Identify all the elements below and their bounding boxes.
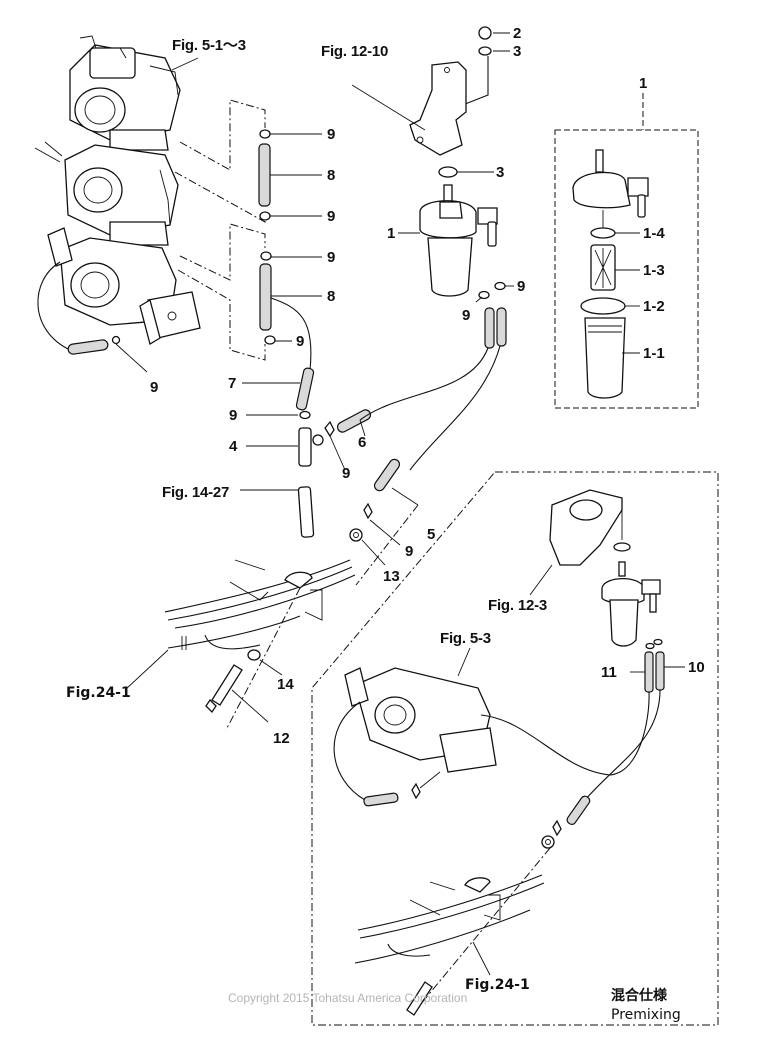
callout-hose-11: 11 [601,664,617,681]
callout-o-ring: 1-4 [643,225,665,242]
callout-hose-5: 5 [427,526,435,543]
fig-ref-cowling: Fig.24-1 [66,685,131,701]
callout-clip: 9 [342,465,350,482]
hose-set-8 [258,129,322,371]
callout-clip: 9 [462,307,470,324]
callout-clip: 9 [150,379,158,396]
callout-hose-8: 8 [327,288,335,305]
callout-clip: 9 [229,407,237,424]
filter-exploded-detail [554,93,699,409]
fuel-filter [359,166,514,471]
callout-hose-6: 6 [358,434,366,451]
fig-ref-carburetor: Fig. 5-1〜3 [172,37,246,54]
callout-clip: 9 [327,208,335,225]
callout-filter-assy-detail: 1 [639,75,647,92]
callout-washer-top: 3 [513,43,521,60]
joint-assembly [240,367,372,538]
premixing-label: 混合仕様 Premixing [611,987,681,1023]
fig-ref-bracket: Fig. 12-10 [321,43,388,60]
lower-hose-assembly [349,458,419,566]
callout-clip: 9 [405,543,413,560]
callout-filter-assy: 1 [387,225,395,242]
callout-hose-8: 8 [327,167,335,184]
callout-clip: 9 [517,278,525,295]
carburetor-stack [34,35,201,373]
callout-cup: 1-1 [643,345,665,362]
part-callout-numbers: 2 3 3 1 1 1-4 1-3 1-2 1-1 9 8 9 9 8 9 9 … [150,25,705,747]
callout-element: 1-3 [643,262,665,279]
callout-o-ring-large: 1-2 [643,298,665,315]
callout-clip: 9 [327,249,335,266]
cowling-left [124,559,356,731]
callout-joint: 4 [229,438,238,455]
assembly-guide-lines [174,99,266,361]
callout-clip: 9 [327,126,335,143]
callout-connector: 12 [273,730,290,747]
callout-washer-mid: 3 [496,164,504,181]
fig-ref-carburetor-premix: Fig. 5-3 [440,630,491,647]
fig-ref-cowling-premix: Fig.24-1 [465,977,530,993]
callout-nut: 2 [513,25,521,42]
callout-clip: 9 [296,333,304,350]
fig-ref-hose-joint: Fig. 14-27 [162,484,229,501]
callout-grommet: 13 [383,568,400,585]
callout-grommet-14: 14 [277,676,294,693]
premix-title-en: Premixing [611,1007,681,1023]
premix-title-jp: 混合仕様 [611,987,668,1004]
premixing-variant [311,471,719,1026]
filter-bracket [351,26,510,156]
figure-reference-labels: Fig. 5-1〜3 Fig. 12-10 Fig. 14-27 Fig.24-… [66,37,547,993]
callout-hose-7: 7 [228,375,236,392]
callout-hose-10: 10 [688,659,705,676]
copyright-notice: Copyright 2015 Tohatsu America Corporati… [228,991,467,1005]
fig-ref-bracket-premix: Fig. 12-3 [488,597,547,614]
